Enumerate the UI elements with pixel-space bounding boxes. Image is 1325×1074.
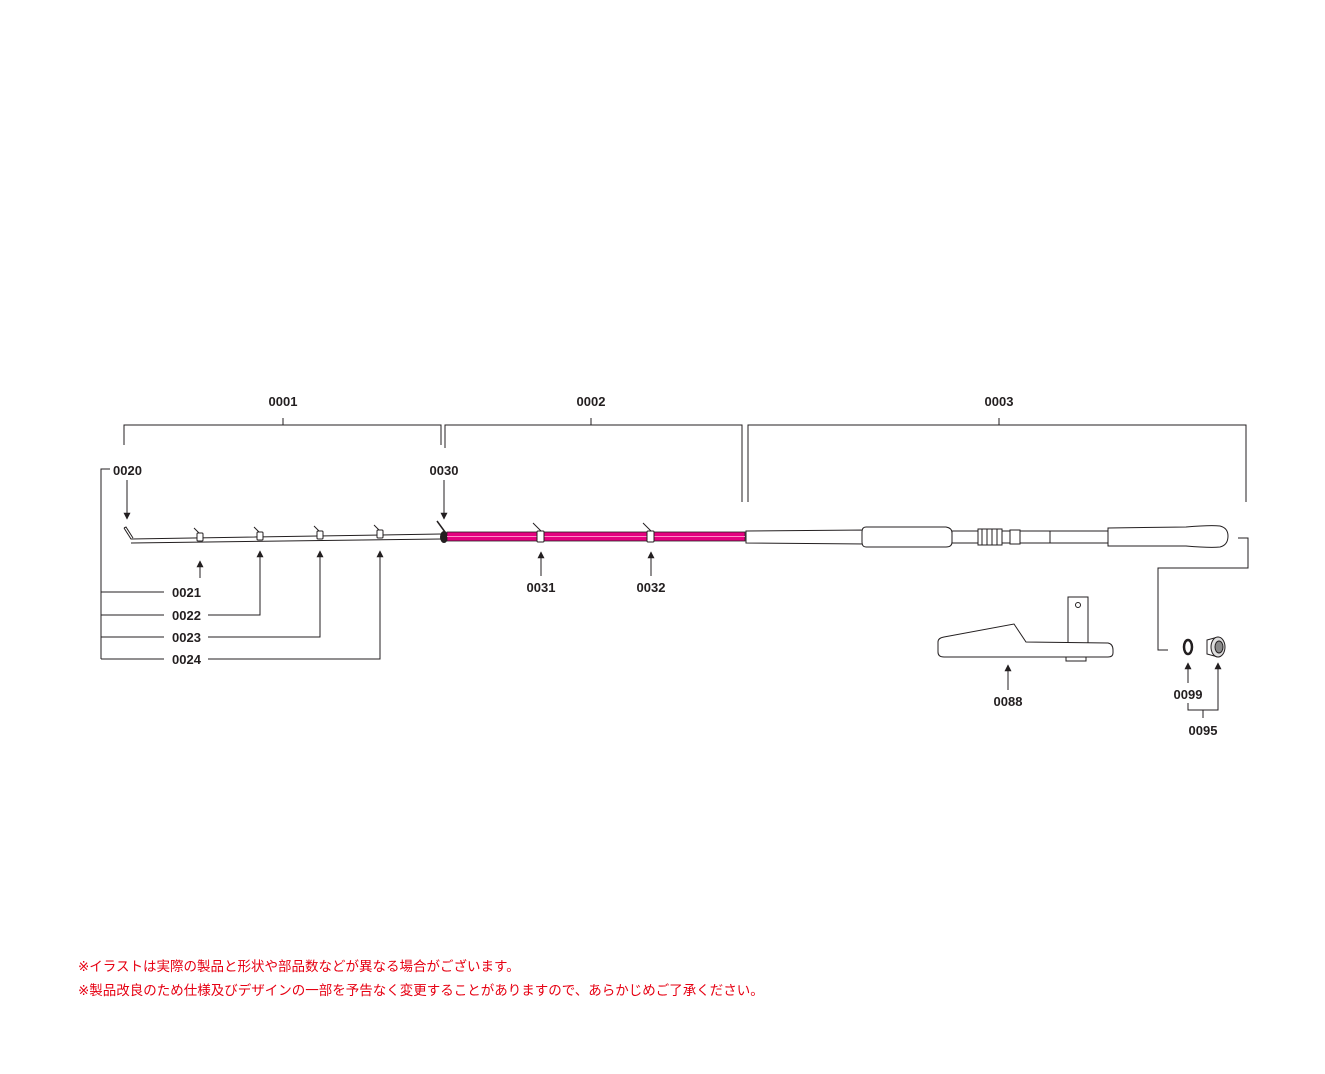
label-0024: 0024	[172, 652, 202, 667]
leader-0021	[101, 561, 200, 593]
butt-cap-leader	[1157, 537, 1249, 651]
label-0001: 0001	[269, 394, 298, 409]
disclaimer-note-2: ※製品改良のため仕様及びデザインの一部を予告なく変更することがありますので、あら…	[78, 983, 764, 999]
label-0002: 0002	[577, 394, 606, 409]
label-0021: 0021	[172, 585, 201, 600]
tip-guides	[193, 524, 384, 542]
disclaimer-notes: ※イラストは実際の製品と形状や部品数などが異なる場合がございます。 ※製品改良の…	[78, 955, 764, 1003]
bracket-0002	[444, 418, 743, 502]
leader-0020-frame	[100, 468, 110, 659]
leader-0023	[101, 551, 320, 638]
label-0031: 0031	[527, 580, 556, 595]
label-0022: 0022	[172, 608, 201, 623]
reel-seat-0088	[937, 596, 1114, 662]
disclaimer-note-1: ※イラストは実際の製品と形状や部品数などが異なる場合がございます。	[78, 959, 520, 975]
label-0023: 0023	[172, 630, 201, 645]
tip-section	[123, 526, 442, 544]
label-0030: 0030	[430, 463, 459, 478]
leader-0024	[101, 551, 380, 660]
label-0099: 0099	[1174, 687, 1203, 702]
label-0032: 0032	[637, 580, 666, 595]
butt-section	[745, 525, 1229, 548]
label-0095: 0095	[1189, 723, 1218, 738]
o-ring-0099	[1182, 638, 1194, 656]
label-0088: 0088	[994, 694, 1023, 709]
joint-guide-0030	[436, 520, 448, 543]
gimbal-cap-0095	[1206, 636, 1226, 658]
bracket-0001	[123, 418, 442, 445]
bracket-0003	[747, 418, 1247, 502]
middle-guides	[532, 522, 655, 543]
label-0020: 0020	[113, 463, 142, 478]
leader-0022	[101, 551, 260, 616]
label-0003: 0003	[985, 394, 1014, 409]
